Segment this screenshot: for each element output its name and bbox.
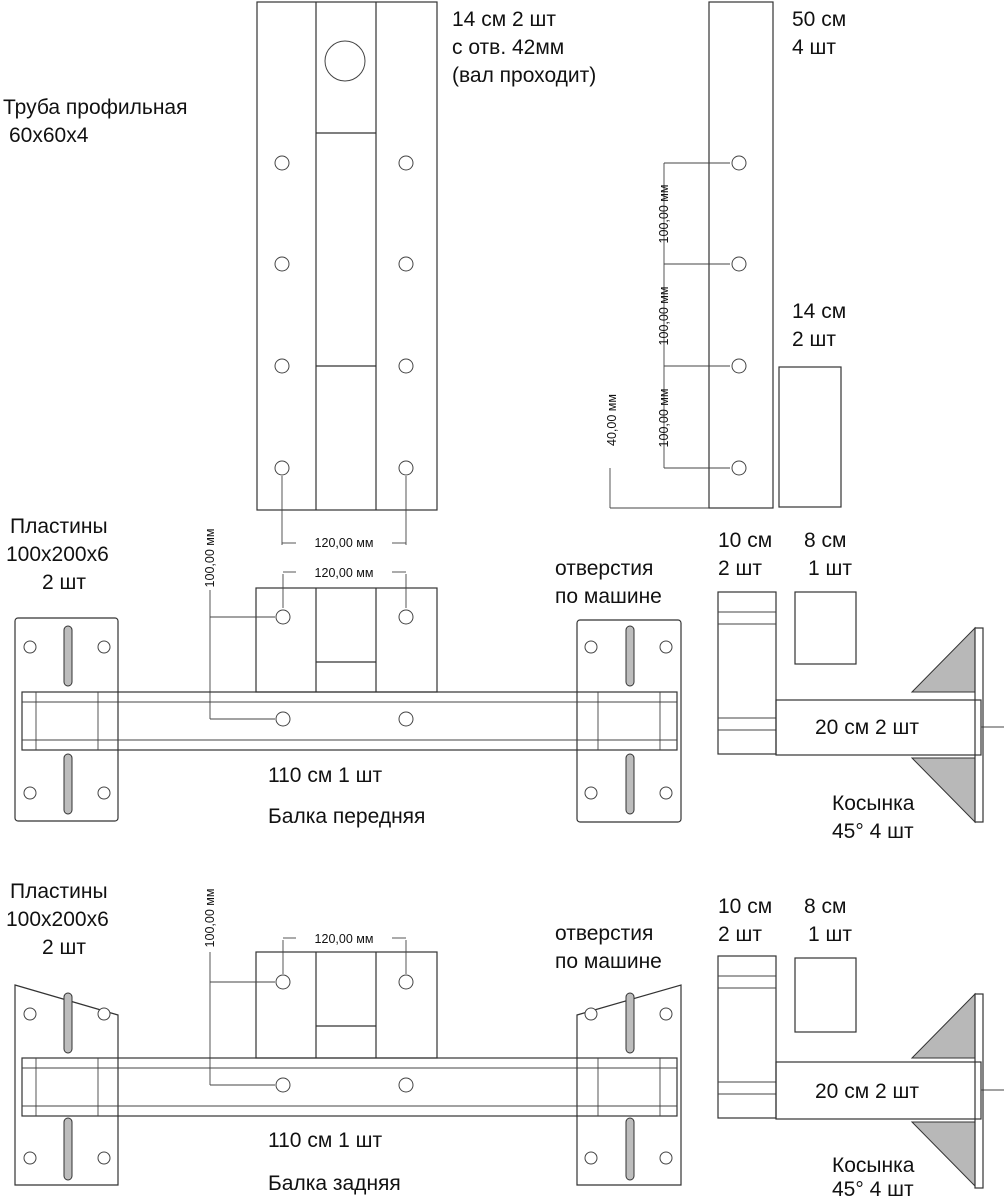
plates-rear-line1: Пластины [10, 880, 108, 903]
holes-rear-line2: по машине [555, 950, 662, 973]
p20-rear: 20 см 2 шт [815, 1080, 919, 1103]
dim-front-vertical-100: 100,00 мм [203, 529, 217, 588]
rear-beam-assembly: 120,00 мм 100,00 мм [14, 889, 682, 1186]
dim-col-100-a: 100,00 мм [657, 185, 671, 244]
beam-rear-name: Балка задняя [268, 1172, 401, 1195]
part14b-line1: 14 см [792, 300, 846, 323]
part50-line1: 50 см [792, 8, 846, 31]
part14b-line2: 2 шт [792, 328, 836, 351]
front-beam-assembly: 120,00 мм 100,00 мм [14, 529, 682, 823]
tube-50cm: 100,00 мм 100,00 мм 100,00 мм 40,00 мм [605, 1, 774, 509]
tube-title-line2: 60х60х4 [9, 124, 89, 147]
beam-rear-length: 110 см 1 шт [268, 1129, 382, 1152]
p10-front-line2: 2 шт [718, 557, 762, 580]
tube-title-line1: Труба профильная [3, 96, 187, 119]
part14-line1: 14 см 2 шт [452, 8, 556, 31]
beam-front-length: 110 см 1 шт [268, 764, 382, 787]
gusset-rear-line2: 45° 4 шт [832, 1178, 914, 1200]
p20-front: 20 см 2 шт [815, 716, 919, 739]
p10-front-line1: 10 см [718, 529, 772, 552]
plates-rear-line3: 2 шт [42, 936, 86, 959]
dim-rear-120: 120,00 мм [315, 932, 374, 946]
p10-rear-line2: 2 шт [718, 923, 762, 946]
p8-front-line2: 1 шт [808, 557, 852, 580]
dim-top-120: 120,00 мм [315, 536, 374, 550]
plates-front-line3: 2 шт [42, 571, 86, 594]
holes-rear-line1: отверстия [555, 922, 653, 945]
holes-front-line1: отверстия [555, 557, 653, 580]
p8-rear-line2: 1 шт [808, 923, 852, 946]
gusset-rear-line1: Косынка [832, 1154, 915, 1177]
piece-14cm [778, 366, 842, 508]
plates-rear-line2: 100х200х6 [6, 908, 109, 931]
dim-col-40: 40,00 мм [605, 394, 619, 446]
plates-front-line2: 100х200х6 [6, 543, 109, 566]
beam-front-name: Балка передняя [268, 805, 425, 828]
gusset-front-line2: 45° 4 шт [832, 820, 914, 843]
dim-col-100-b: 100,00 мм [657, 287, 671, 346]
part14-line3: (вал проходит) [452, 64, 596, 87]
dim-col-100-c: 100,00 мм [657, 389, 671, 448]
part14-line2: с отв. 42мм [452, 36, 564, 59]
holes-front-line2: по машине [555, 585, 662, 608]
shaft-hole-42mm [324, 40, 366, 82]
rear-bracket-parts [717, 955, 1004, 1189]
dim-front-120: 120,00 мм [315, 566, 374, 580]
part50-line2: 4 шт [792, 36, 836, 59]
plates-front-line1: Пластины [10, 515, 108, 538]
gusset-front-line1: Косынка [832, 792, 915, 815]
vertical-tube-assembly: 120,00 мм [256, 1, 438, 550]
dim-rear-vertical-100: 100,00 мм [203, 889, 217, 948]
p8-rear-line1: 8 см [804, 895, 846, 918]
front-bracket-parts [717, 591, 1004, 824]
p10-rear-line1: 10 см [718, 895, 772, 918]
p8-front-line1: 8 см [804, 529, 846, 552]
